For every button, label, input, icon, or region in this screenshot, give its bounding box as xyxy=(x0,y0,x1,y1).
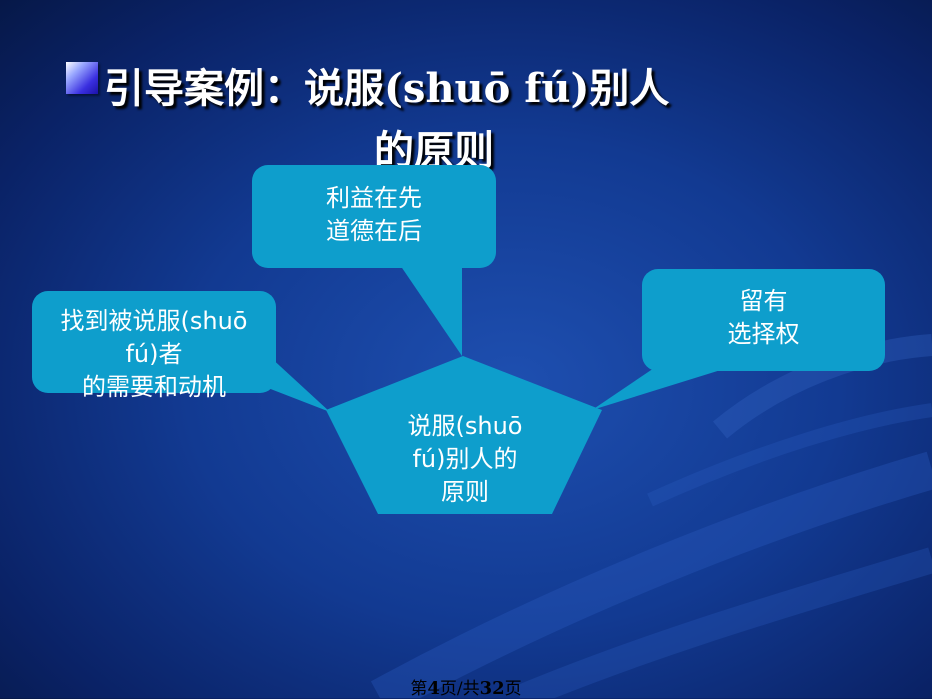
title-line-1: 引导案例：说服(shuō fú)别人 xyxy=(104,65,670,112)
callout-top-text: 利益在先 道德在后 xyxy=(326,184,422,245)
footer-page-number: 4 xyxy=(427,678,440,699)
footer-middle: 页/共 xyxy=(439,679,480,699)
footer-total-pages: 32 xyxy=(479,678,505,699)
footer-suffix: 页 xyxy=(504,679,522,699)
center-text: 说服(shuō fú)别人的 原则 xyxy=(407,412,523,506)
center-pentagon xyxy=(326,356,602,514)
title-bullet-icon xyxy=(66,62,98,94)
callout-left-shape xyxy=(32,291,330,412)
page-indicator: 第4页/共32页 xyxy=(0,674,932,699)
footer-prefix: 第 xyxy=(410,679,428,699)
callout-right-text: 留有 选择权 xyxy=(727,287,800,348)
callout-right-shape xyxy=(592,269,885,410)
callout-top-shape xyxy=(252,165,496,356)
callout-left-text: 找到被说服(shuō fú)者 的需要和动机 xyxy=(60,307,248,401)
